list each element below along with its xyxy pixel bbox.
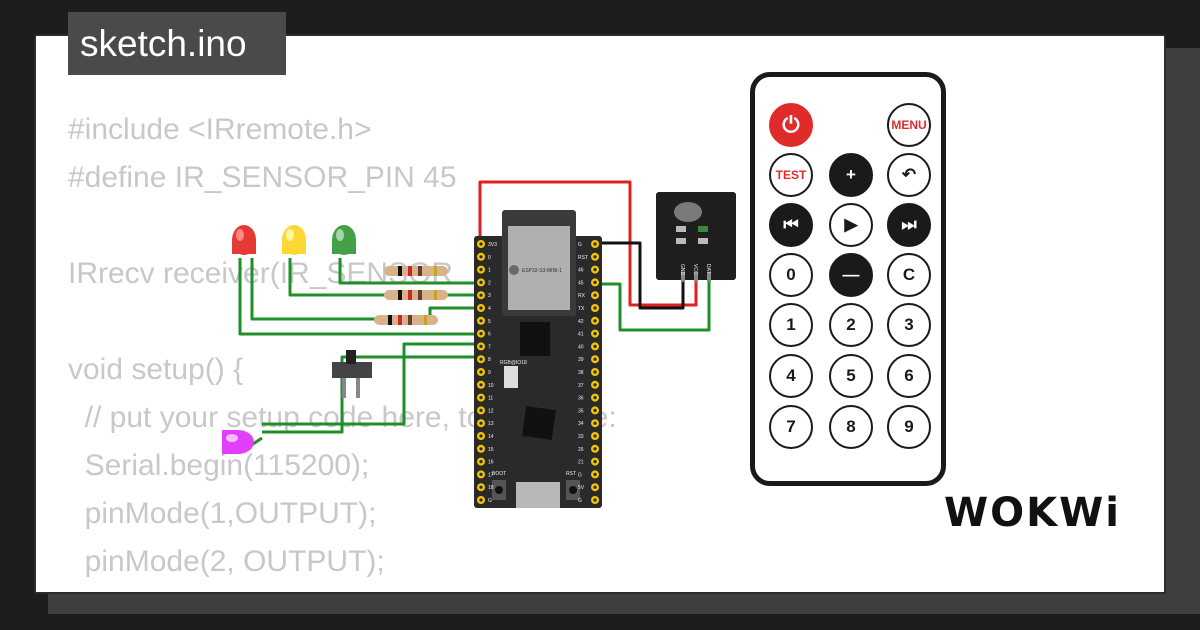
pin-label: 11 [488,396,493,402]
wire-black-gnd [594,241,685,310]
pin-label: 36 [578,396,584,402]
pin-label: 4 [488,306,491,312]
remote-button-6[interactable]: 6 [887,354,931,398]
led-green[interactable] [332,225,356,255]
code-preview: #include <IRremote.h> #define IR_SENSOR_P… [68,106,617,592]
pin-label: 12 [488,408,494,414]
resistor-2 [384,290,448,300]
pin-label: 0 [488,255,491,261]
pin-label: G [488,498,492,504]
pin-label: TX [578,306,585,312]
remote-button-1[interactable]: 1 [769,303,813,347]
remote-button-plus[interactable]: + [829,153,873,197]
pin-label: 3 [488,293,491,299]
rst-label: RST [566,471,576,477]
ir-pin-label: GND [679,264,685,276]
remote-button-next[interactable]: ⏭ [887,203,931,247]
resistor-1 [384,266,448,276]
esp32-board: ESP32-S3-MINI-1 RGB@IO18 BOOT RST 3V3012… [474,210,602,508]
remote-button-5[interactable]: 5 [829,354,873,398]
remote-button-7[interactable]: 7 [769,405,813,449]
remote-button-test[interactable]: TEST [769,153,813,197]
pin-label: 9 [488,370,491,376]
remote-button-play[interactable]: ▶ [829,203,873,247]
pin-label: 21 [578,460,584,466]
remote-button-4[interactable]: 4 [769,354,813,398]
remote-button-3[interactable]: 3 [887,303,931,347]
code-line: pinMode(1,OUTPUT); [68,497,377,530]
remote-button-power[interactable]: ⏻ [769,103,813,147]
remote-button-2[interactable]: 2 [829,303,873,347]
remote-button-0[interactable]: 0 [769,253,813,297]
pin-label: 10 [488,383,494,389]
pin-label: 16 [488,460,494,466]
pin-label: 8 [488,357,491,363]
pin-label: 35 [578,408,584,414]
code-line: Serial.begin(115200); [68,449,370,482]
ir-pin-label: VCC [692,264,698,275]
pin-label: G [578,242,582,248]
led-yellow[interactable] [282,225,306,255]
slide-switch[interactable] [332,350,372,398]
wire-led-red-cathode [238,258,480,336]
ir-receiver[interactable]: GND VCC DAT [656,192,736,282]
file-tab-label: sketch.ino [80,23,247,64]
code-line: pinMode(2, OUTPUT); [68,545,385,578]
pin-label: 13 [488,421,494,427]
code-line: #include <IRremote.h> [68,113,372,146]
pin-label: G [578,472,582,478]
remote-button-9[interactable]: 9 [887,405,931,449]
wire-led-yellow [288,258,480,297]
pin-label: 5V [578,485,585,491]
pin-label: 18 [488,485,494,491]
pin-label: 33 [578,434,584,440]
pin-label: 39 [578,357,584,363]
remote-button-8[interactable]: 8 [829,405,873,449]
led-purple[interactable] [222,430,254,454]
pin-label: 3V3 [488,242,497,248]
rgb-label: RGB@IO18 [500,360,527,366]
pin-label: 14 [488,434,494,440]
pin-label: 15 [488,447,494,453]
pin-label: 34 [578,421,584,427]
wire-led-green [338,258,480,285]
pin-label: 40 [578,344,584,350]
pin-label: 42 [578,319,584,325]
pin-label: 45 [578,280,584,286]
pin-label: 26 [578,447,584,453]
pin-label: 17 [488,472,494,478]
file-tab[interactable]: sketch.ino [68,12,286,75]
led-red[interactable] [232,225,256,255]
pin-label: RST [578,255,588,261]
pin-label: 2 [488,280,491,286]
remote-button-c[interactable]: C [887,253,931,297]
remote-button-menu[interactable]: MENU [887,103,931,147]
pin-label: 46 [578,268,584,274]
remote-button-minus[interactable]: — [829,253,873,297]
code-line: void setup() { [68,353,244,386]
pin-label: G [578,498,582,504]
remote-button-prev[interactable]: ⏮ [769,203,813,247]
wokwi-logo: WOKWi [944,490,1121,536]
pin-label: RX [578,293,586,299]
ir-pin-label: DAT [705,264,711,274]
pin-label: 37 [578,383,584,389]
chip-label: ESP32-S3-MINI-1 [522,268,562,274]
resistor-3 [374,315,438,325]
remote-button-back[interactable]: ↶ [887,153,931,197]
pin-label: 7 [488,344,491,350]
pin-label: 6 [488,332,491,338]
pin-label: 5 [488,319,491,325]
pin-label: 1 [488,268,491,274]
wire-green-dat [596,278,711,332]
pin-label: 38 [578,370,584,376]
boot-label: BOOT [492,471,506,477]
pin-label: 41 [578,332,584,338]
code-line: #define IR_SENSOR_PIN 45 [68,161,457,194]
wire-switch [262,342,480,426]
